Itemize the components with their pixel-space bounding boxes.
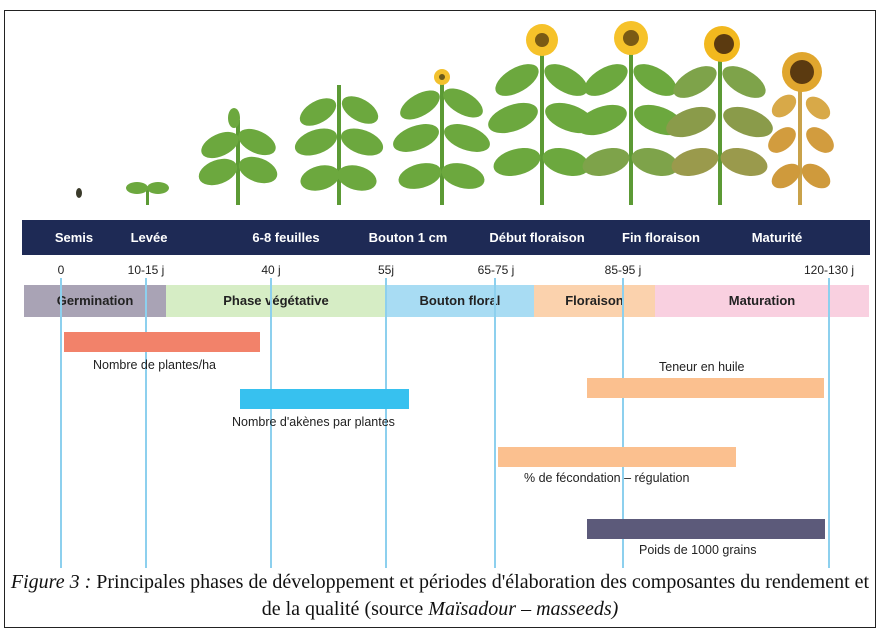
figure-caption: Figure 3 : Principales phases de dévelop… xyxy=(10,569,870,623)
component-label: Nombre d'akènes par plantes xyxy=(232,415,395,429)
stage-label: Bouton 1 cm xyxy=(368,230,448,245)
phase-germination: Germination xyxy=(24,285,166,317)
caption-source: Maïsadour – masseeds) xyxy=(428,598,619,620)
caption-prefix: Figure 3 : xyxy=(10,571,92,593)
figure-frame xyxy=(4,10,876,628)
timeline-guide-line xyxy=(385,278,387,568)
seed-icon xyxy=(76,188,82,198)
day-tick-label: 120-130 j xyxy=(803,263,855,277)
component-bar-fertilization xyxy=(498,447,736,467)
timeline-guide-line xyxy=(828,278,830,568)
component-label: % de fécondation – régulation xyxy=(524,471,690,485)
budding-plant-icon xyxy=(393,69,490,205)
component-bar-achenes-per-plant xyxy=(240,389,409,409)
day-tick-label: 40 j xyxy=(261,263,281,277)
stage-label: Levée xyxy=(130,230,168,245)
phase-maturation: Maturation xyxy=(655,285,869,317)
full-bloom-plant-icon xyxy=(577,21,684,205)
timeline-guide-line xyxy=(60,278,62,568)
mature-plant-icon xyxy=(768,52,834,205)
seed-filling-plant-icon xyxy=(666,26,773,205)
timeline-guide-line xyxy=(622,278,624,568)
component-label: Teneur en huile xyxy=(659,360,745,374)
phase-floral-bud: Bouton floral xyxy=(386,285,534,317)
stage-label: Semis xyxy=(54,230,94,245)
day-tick-label: 55j xyxy=(377,263,395,277)
timeline-guide-line xyxy=(270,278,272,568)
day-tick-label: 65-75 j xyxy=(477,263,515,277)
stage-label: Début floraison xyxy=(489,230,585,245)
leafy-plant-icon xyxy=(294,85,384,205)
component-bar-oil-content xyxy=(587,378,824,398)
component-bar-thousand-grain-weight xyxy=(587,519,825,539)
component-label: Nombre de plantes/ha xyxy=(93,358,216,372)
day-tick-label: 85-95 j xyxy=(604,263,642,277)
young-plant-icon xyxy=(198,108,278,205)
component-bar-plants-per-ha xyxy=(64,332,260,352)
day-tick-label: 10-15 j xyxy=(127,263,165,277)
day-tick-label: 0 xyxy=(57,263,65,277)
seedling-icon xyxy=(126,182,169,205)
stage-label: 6-8 feuilles xyxy=(252,230,320,245)
stage-label: Fin floraison xyxy=(622,230,700,245)
flowering-plant-icon xyxy=(488,24,595,205)
component-label: Poids de 1000 grains xyxy=(639,543,757,557)
sunflower-growth-illustration xyxy=(76,21,834,205)
caption-text: Principales phases de développement et p… xyxy=(91,571,870,620)
phase-flowering: Floraison xyxy=(534,285,655,317)
phase-vegetative: Phase végétative xyxy=(166,285,386,317)
timeline-guide-line xyxy=(145,278,147,568)
stage-label: Maturité xyxy=(751,230,803,245)
stage-bar: Semis Levée 6-8 feuilles Bouton 1 cm Déb… xyxy=(22,220,870,255)
timeline-guide-line xyxy=(494,278,496,568)
